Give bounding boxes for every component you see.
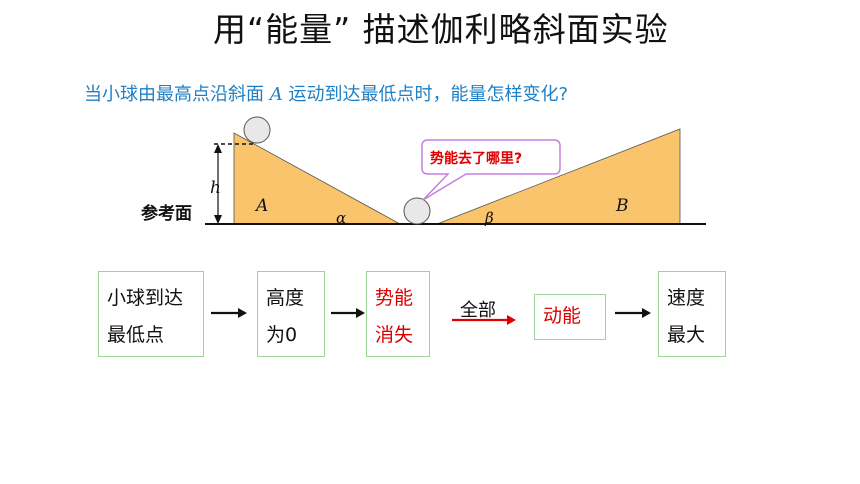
page-title: 用“能量” 描述伽利略斜面实验 (213, 10, 669, 49)
height-arrow-up-icon (214, 144, 222, 153)
angle-beta-label: β (484, 209, 494, 227)
flow-arrow-1-icon (211, 308, 247, 318)
ball-top (243, 116, 271, 144)
step1-line1: 小球到达 (107, 287, 184, 309)
question-before: 当小球由最高点沿斜面 (84, 84, 270, 105)
step2-line1: 高度 (266, 287, 305, 309)
flow-step-kinetic: 动能 (534, 294, 606, 340)
flow-arrow-2-icon (331, 308, 365, 318)
ball-bottom (403, 197, 431, 225)
ref-label: 参考面 (141, 203, 192, 224)
step1-line2: 最低点 (107, 324, 165, 346)
question-text: 当小球由最高点沿斜面 A 运动到达最低点时，能量怎样变化? (84, 80, 568, 106)
ramp-a-label: A (254, 196, 268, 216)
angle-alpha-label: α (336, 209, 346, 227)
flow-step-max-speed: 速度 最大 (658, 271, 726, 357)
question-after: 运动到达最低点时，能量怎样变化? (282, 84, 569, 105)
arrow-label-all: 全部 (460, 300, 496, 321)
flow-arrow-4-icon (615, 308, 651, 318)
step4-text: 动能 (543, 305, 582, 327)
flow-step-ball-arrives: 小球到达 最低点 (98, 271, 204, 357)
question-var: A (269, 84, 283, 105)
flow-arrow-3-icon (452, 315, 516, 325)
ramp-b-label: B (615, 196, 629, 216)
step2-line2: 为0 (266, 324, 298, 346)
step5-line2: 最大 (667, 324, 706, 346)
bubble-text: 势能去了哪里? (430, 150, 522, 167)
step3-line1: 势能 (375, 287, 414, 309)
step5-line1: 速度 (667, 287, 706, 309)
height-arrow-down-icon (214, 215, 222, 224)
height-label: h (210, 178, 221, 198)
speech-bubble (421, 139, 561, 201)
flow-step-potential-gone: 势能 消失 (366, 271, 430, 357)
flow-step-height-zero: 高度 为0 (257, 271, 325, 357)
step3-line2: 消失 (375, 324, 414, 346)
